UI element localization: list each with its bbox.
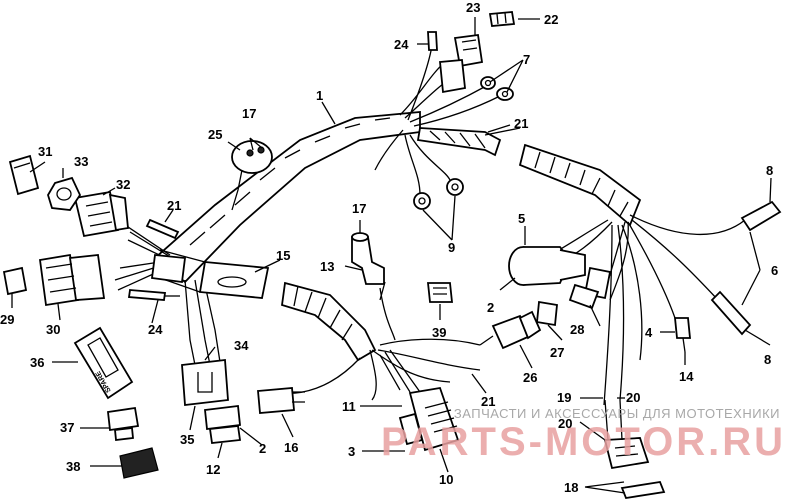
callout-1: 1 <box>316 88 323 103</box>
part-33-grommet <box>47 176 82 211</box>
callout-3: 3 <box>348 444 355 459</box>
part-13-bulb-holder <box>351 232 385 285</box>
part-18-connector <box>603 399 666 500</box>
callout-30: 30 <box>46 322 60 337</box>
callout-2-plug: 2 <box>259 441 266 456</box>
callout-34: 34 <box>234 338 249 353</box>
callout-36: 36 <box>30 355 44 370</box>
callout-18: 18 <box>564 480 578 495</box>
part-38-cover <box>119 447 159 479</box>
callout-24-top: 24 <box>394 37 409 52</box>
part-26-connector <box>479 300 558 350</box>
callout-19: 19 <box>557 390 571 405</box>
callout-28: 28 <box>570 322 584 337</box>
callout-10: 10 <box>439 472 453 487</box>
callout-26: 26 <box>523 370 537 385</box>
callout-15: 15 <box>276 248 290 263</box>
part-7-ring-terminals <box>480 76 514 101</box>
callout-14: 14 <box>679 369 694 384</box>
part-10-connector <box>398 386 460 452</box>
callout-20-left: 20 <box>558 416 572 431</box>
callout-33: 33 <box>74 154 88 169</box>
part-25-grommet <box>231 140 273 211</box>
callout-21-bottom: 21 <box>481 394 495 409</box>
part-32-connector <box>73 190 129 238</box>
callout-17-grommet: 17 <box>242 106 256 121</box>
callout-21-left: 21 <box>167 198 181 213</box>
callout-31: 31 <box>38 144 52 159</box>
callout-2-sensor: 2 <box>487 300 494 315</box>
part-16-plug <box>257 387 305 414</box>
callout-21-top: 21 <box>514 116 528 131</box>
callout-35: 35 <box>180 432 194 447</box>
part-23-connector <box>427 31 484 94</box>
leader-lines <box>11 17 772 494</box>
part-28-bracket <box>568 266 612 310</box>
terminals <box>127 218 180 301</box>
callout-38: 38 <box>66 459 80 474</box>
callout-27: 27 <box>550 345 564 360</box>
callout-5: 5 <box>518 211 525 226</box>
part-9-ring-terminals <box>413 178 464 210</box>
part-8-connectors <box>710 200 782 336</box>
callout-11: 11 <box>342 399 356 414</box>
watermark-logo: PARTS-MOTOR.RU <box>381 420 786 464</box>
part-22-clip <box>488 11 516 27</box>
callout-20-right: 20 <box>626 390 640 405</box>
part-15-grommet <box>150 249 270 299</box>
callout-16: 16 <box>284 440 298 455</box>
right-harness <box>518 143 746 406</box>
callout-8-bottom: 8 <box>764 352 771 367</box>
part-29-cap <box>2 266 28 296</box>
part-31-bracket <box>8 154 40 196</box>
callout-labels: 1 2 2 3 4 5 6 7 8 8 9 10 11 12 13 14 15 … <box>0 0 778 495</box>
part-14-sensor <box>674 317 691 353</box>
part-5-connector <box>508 246 586 286</box>
part-30-connector <box>38 253 106 307</box>
callout-13: 13 <box>320 259 334 274</box>
callout-37: 37 <box>60 420 74 435</box>
callout-23: 23 <box>466 0 480 15</box>
callout-8-top: 8 <box>766 163 773 178</box>
callout-25: 25 <box>208 127 222 142</box>
callout-32: 32 <box>116 177 130 192</box>
part-39-connector <box>427 282 453 303</box>
part-37-fuse <box>107 406 140 442</box>
callout-29: 29 <box>0 312 14 327</box>
callout-24-bottom: 24 <box>148 322 163 337</box>
callout-7: 7 <box>523 52 530 67</box>
part-34-relay <box>181 358 242 444</box>
watermark-tagline: ЗАПЧАСТИ И АКСЕССУАРЫ ДЛЯ МОТОТЕХНИКИ <box>454 406 780 421</box>
callout-12: 12 <box>206 462 220 477</box>
callout-17-bulb: 17 <box>352 201 366 216</box>
callout-22: 22 <box>544 12 558 27</box>
callout-9: 9 <box>448 240 455 255</box>
watermark: ЗАПЧАСТИ И АКСЕССУАРЫ ДЛЯ МОТОТЕХНИКИ PA… <box>381 406 786 464</box>
callout-6: 6 <box>771 263 778 278</box>
callout-39: 39 <box>432 325 446 340</box>
part-36-fuse-box: SPARE <box>73 326 134 400</box>
callout-4: 4 <box>645 325 653 340</box>
